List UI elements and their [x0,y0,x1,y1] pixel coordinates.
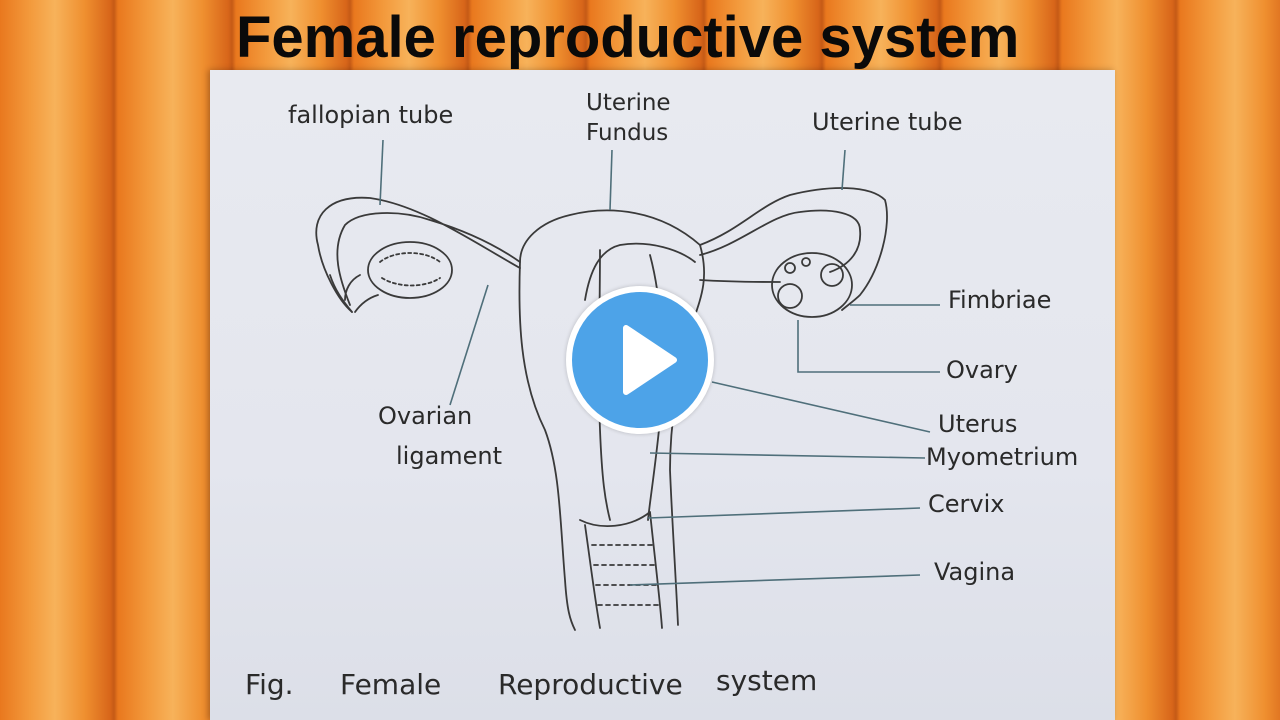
right-ligament [699,279,781,283]
leader-uterus [711,381,931,433]
label-ovary: Ovary [946,356,1018,384]
label-fimbriae: Fimbriae [948,286,1051,314]
cervix-outline [579,511,663,629]
leader-uterine-tube [841,149,846,191]
left-ovary [367,241,453,299]
right-tube-outline [699,187,888,311]
follicle-3 [784,262,796,274]
leader-vagina [629,574,921,586]
caption-fig: Fig. [245,668,294,701]
label-uterine-fundus-1: Uterine [586,90,671,116]
leader-lines [379,139,940,586]
leader-fallopian-tube [379,139,384,206]
follicle-1 [777,283,803,309]
label-uterine-fundus-2: Fundus [586,120,668,146]
follicle-4 [801,257,811,267]
caption-female: Female [340,668,441,701]
left-ovary-follicles [379,252,441,287]
play-icon [623,325,677,395]
page-title: Female reproductive system [236,5,1020,70]
leader-cervix [647,507,921,519]
label-vagina: Vagina [934,558,1015,586]
label-myometrium: Myometrium [926,443,1078,471]
reproductive-diagram: fallopian tube Uterine Fundus Uterine tu… [245,90,1078,701]
caption-system: system [716,664,817,697]
caption-reproductive: Reproductive [498,668,683,701]
uterus-body [518,209,706,631]
follicle-2 [820,263,844,287]
label-ovarian-2: ligament [396,442,502,470]
label-uterine-tube: Uterine tube [812,108,963,136]
label-uterus: Uterus [938,410,1017,438]
right-ovary [771,252,853,318]
label-fallopian-tube: fallopian tube [288,101,453,129]
leader-ovarian-ligament [449,284,489,406]
left-tube-outline [315,196,521,313]
label-cervix: Cervix [928,490,1004,518]
leader-uterine-fundus [609,149,613,211]
label-ovarian-1: Ovarian [378,402,472,430]
drawing-paper: fallopian tube Uterine Fundus Uterine tu… [210,70,1115,720]
left-fimbriae [329,274,379,313]
leader-myometrium [649,452,926,459]
play-button[interactable] [566,286,714,434]
vagina-rugae [591,544,661,606]
leader-ovary [797,320,940,373]
